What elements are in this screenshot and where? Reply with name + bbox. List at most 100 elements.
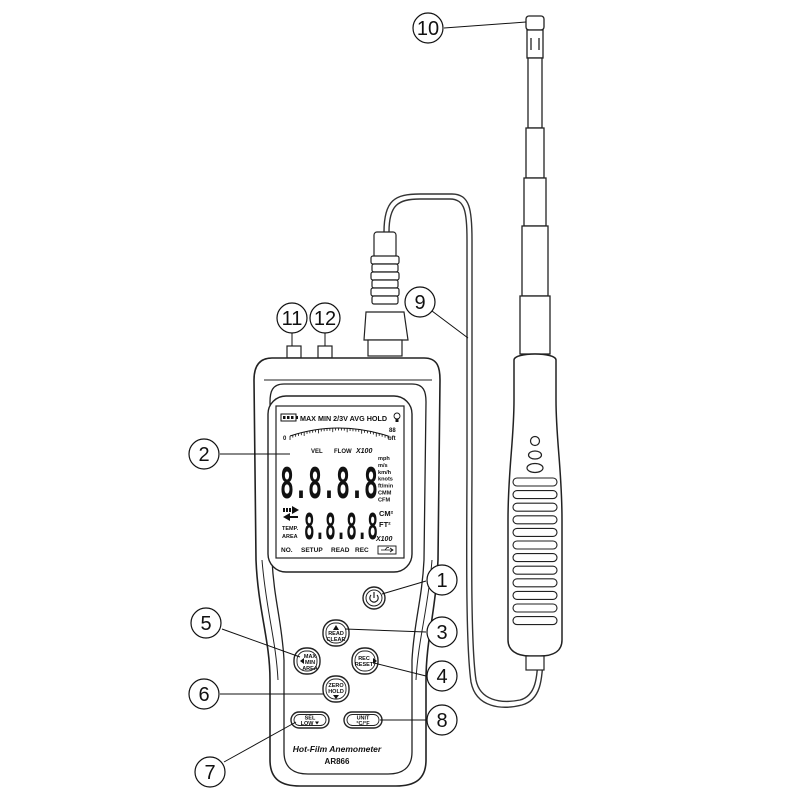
callout-6: 6 [188, 678, 220, 710]
callout-10: 10 [412, 12, 444, 44]
probe-cable [383, 193, 544, 708]
unit-button[interactable]: UNIT °C/°F [343, 711, 383, 729]
callout-2-label: 2 [198, 444, 209, 466]
callout-3: 3 [426, 616, 458, 648]
sel-low-label-2: LOW [301, 721, 315, 727]
unit-6: CFM [378, 497, 390, 503]
telescopic-probe [519, 15, 551, 355]
callout-2: 2 [188, 438, 220, 470]
callout-7-label: 7 [204, 762, 215, 784]
callout-leaders [220, 21, 527, 763]
grip-slot [512, 502, 558, 512]
callout-5: 5 [190, 607, 222, 639]
bottom-label-no: NO. [281, 547, 293, 554]
rec-reset-button[interactable]: REC RESET [351, 647, 379, 675]
mode-flow-label: FLOW [334, 449, 352, 455]
probe-handle [507, 353, 563, 671]
unit-1: m/s [378, 463, 388, 469]
device-name: Hot-Film Anemometer [293, 744, 382, 754]
max-min-area-label-1: MAX [304, 654, 317, 660]
down-arrow-icon [333, 695, 339, 699]
callout-9-label: 9 [414, 292, 425, 314]
bottom-label-setup: SETUP [301, 547, 323, 554]
scale-right-label: 88 [389, 428, 396, 434]
handle-grip [512, 477, 558, 626]
rec-reset-label-1: REC [358, 656, 370, 662]
device-model: AR866 [325, 757, 350, 766]
grip-slot [512, 603, 558, 613]
callout-1: 1 [426, 564, 458, 596]
multiplier-top-label: X100 [355, 448, 372, 455]
temp-label: TEMP. [282, 526, 299, 532]
rec-reset-label-2: RESET [355, 662, 374, 668]
scale-left-label: 0 [283, 436, 287, 442]
up-arrow-icon [333, 625, 339, 630]
callout-4: 4 [426, 660, 458, 692]
grip-slot [512, 527, 558, 537]
zero-hold-button[interactable]: ZERO HOLD [322, 675, 350, 703]
usb-port [286, 345, 302, 359]
callout-12-label: 12 [314, 308, 336, 330]
read-clear-label-1: READ [328, 631, 344, 637]
callout-8: 8 [426, 704, 458, 736]
small-down-arrow-icon [315, 721, 319, 725]
read-clear-button[interactable]: READ CLEAR [322, 619, 350, 647]
backlight-bulb-icon [393, 412, 401, 422]
callout-7: 7 [194, 756, 226, 788]
unit-4: ft/min [378, 484, 394, 490]
power-icon [369, 592, 379, 603]
unit-5: CMM [378, 491, 392, 497]
unit-2: km/h [378, 470, 392, 476]
cable-connector [363, 231, 409, 357]
zero-hold-label-1: ZERO [328, 683, 344, 689]
sel-low-button[interactable]: SEL LOW [290, 711, 330, 729]
read-clear-label-2: CLEAR [327, 637, 346, 643]
grip-slot [512, 565, 558, 575]
callout-6-label: 6 [198, 684, 209, 706]
max-min-area-label-3: AREA [302, 666, 318, 672]
unit-3: knots [378, 477, 393, 483]
scale-unit-label: bft [388, 436, 396, 442]
bargraph-scale [289, 427, 389, 440]
max-min-area-button[interactable]: MAX MIN AREA [293, 647, 321, 675]
unit-label-2: °C/°F [356, 721, 370, 727]
area-label: AREA [282, 534, 298, 540]
bottom-label-rec: REC [355, 547, 369, 554]
callout-11: 11 [276, 302, 308, 334]
zero-hold-label-2: HOLD [328, 689, 344, 695]
grip-slot [512, 616, 558, 626]
grip-slot [512, 553, 558, 563]
lcd-display: MAX MIN 2/3V AVG HOLD 0 88 bft VEL FLOW … [275, 405, 405, 559]
sel-low-label-1: SEL [305, 716, 316, 722]
callout-10-label: 10 [417, 18, 439, 40]
unit-0: mph [378, 456, 390, 462]
secondary-readout: 8.8.8.8 [304, 507, 378, 548]
left-arrow-icon [300, 658, 304, 664]
callout-5-label: 5 [200, 613, 211, 635]
probe-port [317, 345, 333, 359]
right-arrow-icon [373, 658, 377, 664]
area-unit-ft: FT² [379, 520, 391, 529]
battery-icon [280, 413, 298, 422]
grip-slot [512, 515, 558, 525]
callout-8-label: 8 [436, 710, 447, 732]
callout-12: 12 [309, 302, 341, 334]
usb-icon [377, 545, 397, 555]
callout-1-label: 1 [436, 570, 447, 592]
callout-9: 9 [404, 286, 436, 318]
grip-slot [512, 490, 558, 500]
callout-4-label: 4 [436, 666, 447, 688]
power-button[interactable] [362, 586, 386, 610]
grip-slot [512, 578, 558, 588]
mode-vel-label: VEL [311, 449, 323, 455]
airflow-direction-icon [283, 506, 299, 521]
grip-slot [512, 590, 558, 600]
unit-label-1: UNIT [357, 716, 370, 722]
grip-slot [512, 540, 558, 550]
callout-3-label: 3 [436, 622, 447, 644]
bottom-label-read: READ [331, 547, 350, 554]
callout-11-label: 11 [282, 308, 303, 330]
grip-slot [512, 477, 558, 487]
